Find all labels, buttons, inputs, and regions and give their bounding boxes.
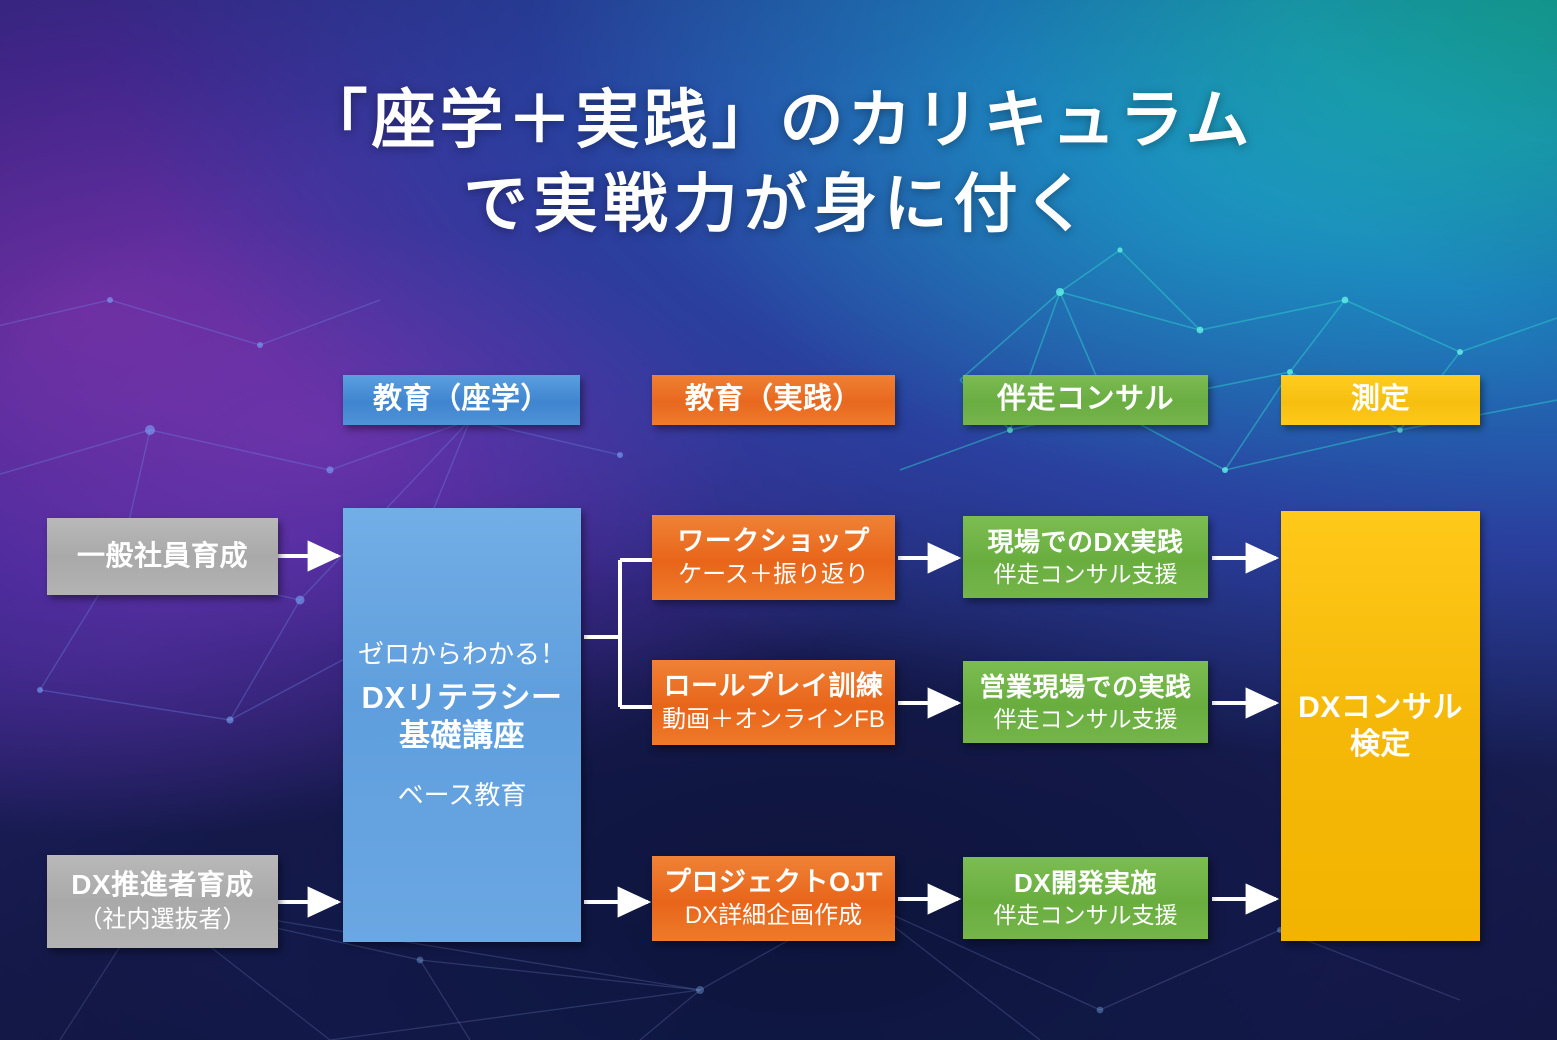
practice-subtitle: DX詳細企画作成 [684, 902, 863, 930]
consulting-box-dx-development: DX開発実施 伴走コンサル支援 [963, 857, 1208, 939]
column-header-consulting: 伴走コンサル [963, 375, 1208, 425]
consulting-subtitle: 伴走コンサル支援 [993, 705, 1178, 732]
column-header-label: 教育（実践） [684, 383, 862, 416]
column-header-measurement: 測定 [1281, 375, 1480, 425]
base-course-title-line-2: 基礎講座 [399, 718, 525, 753]
practice-subtitle: ケース＋振り返り [678, 561, 869, 589]
page-title-line-1: 「座学＋実践」のカリキュラム [303, 84, 1254, 156]
practice-title: ロールプレイ訓練 [663, 670, 884, 701]
column-header-education-classroom: 教育（座学） [343, 375, 580, 425]
audience-subtitle: （社内選抜者） [78, 906, 247, 934]
base-course-box: ゼロからわかる！ DXリテラシー 基礎講座 ベース教育 [343, 508, 581, 942]
practice-box-roleplay: ロールプレイ訓練 動画＋オンラインFB [652, 660, 895, 745]
audience-box-general-employees: 一般社員育成 [47, 518, 278, 595]
practice-subtitle: 動画＋オンラインFB [662, 706, 885, 734]
base-course-eyebrow: ゼロからわかる！ [357, 639, 566, 670]
practice-box-project-ojt: プロジェクトOJT DX詳細企画作成 [652, 856, 895, 941]
practice-title: プロジェクトOJT [663, 866, 883, 897]
consulting-title: 現場でのDX実践 [987, 526, 1184, 557]
column-header-label: 測定 [1350, 383, 1410, 416]
practice-box-workshop: ワークショップ ケース＋振り返り [652, 515, 895, 600]
consulting-title: 営業現場での実践 [979, 671, 1192, 702]
measurement-title-line-1: DXコンサル [1298, 690, 1463, 724]
consulting-box-sales-practice: 営業現場での実践 伴走コンサル支援 [963, 661, 1208, 743]
audience-box-dx-promoters: DX推進者育成 （社内選抜者） [47, 855, 278, 948]
column-header-label: 教育（座学） [372, 383, 550, 416]
column-header-label: 伴走コンサル [996, 383, 1174, 416]
audience-title: DX推進者育成 [71, 868, 254, 900]
practice-title: ワークショップ [677, 525, 870, 556]
base-course-title-line-1: DXリテラシー [361, 679, 563, 715]
consulting-title: DX開発実施 [1013, 867, 1158, 898]
consulting-subtitle: 伴走コンサル支援 [993, 901, 1178, 928]
base-course-footer: ベース教育 [397, 780, 527, 811]
consulting-subtitle: 伴走コンサル支援 [993, 560, 1178, 587]
consulting-box-onsite-dx: 現場でのDX実践 伴走コンサル支援 [963, 516, 1208, 598]
column-header-education-practice: 教育（実践） [652, 375, 895, 425]
page-title-line-2: で実戦力が身に付く [463, 168, 1094, 241]
page-title: 「座学＋実践」のカリキュラム で実戦力が身に付く [0, 78, 1557, 247]
measurement-box-dx-consultant-certification: DXコンサル 検定 [1281, 511, 1480, 941]
audience-title: 一般社員育成 [76, 540, 248, 572]
measurement-title-line-2: 検定 [1350, 728, 1411, 761]
